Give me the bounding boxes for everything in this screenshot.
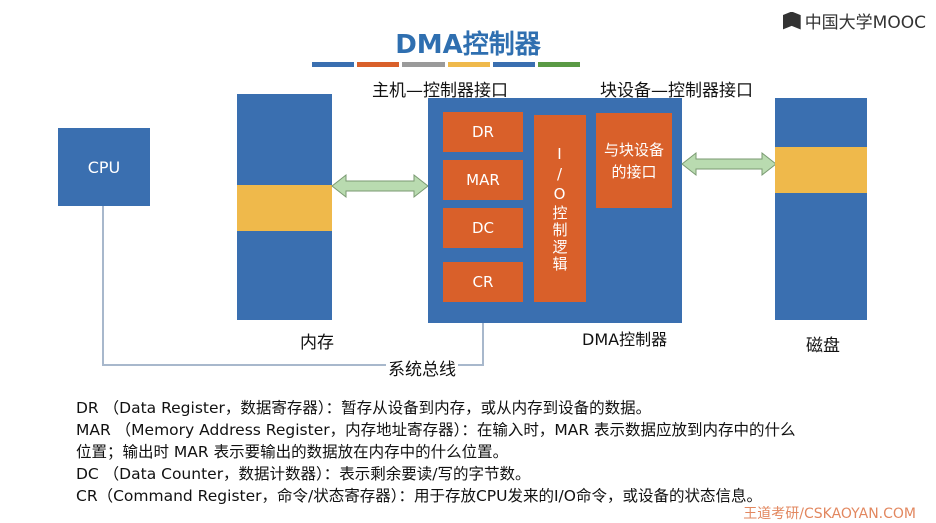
mar-register: MAR [443, 160, 523, 200]
memory-dma-arrow-icon [331, 173, 429, 199]
system-bus-label: 系统总线 [386, 355, 458, 380]
device-interface-box: 与块设备的接口 [596, 113, 672, 208]
description-mar: MAR （Memory Address Register，内存地址寄存器）：在输… [76, 421, 796, 439]
mar-label: MAR [466, 171, 500, 189]
logo-text: 中国大学MOOC [804, 13, 926, 33]
memory-highlight [237, 185, 332, 231]
description-dc: DC （Data Counter，数据计数器）：表示剩余要读/写的字节数。 [76, 465, 531, 483]
title-bar-segment [537, 62, 581, 67]
mooc-logo: 中国大学MOOC [782, 8, 926, 33]
title-bar-segment [447, 62, 490, 67]
disk-highlight [775, 147, 867, 193]
description-cr: CR（Command Register，命令/状态寄存器）：用于存放CPU发来的… [76, 487, 762, 505]
cpu-box: CPU [58, 128, 150, 206]
title-bar-segment [402, 62, 445, 67]
title-bar-segment [357, 62, 400, 67]
dr-register: DR [443, 112, 523, 152]
system-bus-line [102, 364, 484, 366]
dc-label: DC [471, 219, 495, 237]
device-interface-box-label: 与块设备的接口 [603, 140, 664, 181]
title-bar-segment [492, 62, 535, 67]
io-control-logic: I/O控制逻辑 [534, 115, 586, 302]
cr-register: CR [443, 262, 523, 302]
memory-label: 内存 [300, 333, 334, 353]
title-bar-segment [312, 62, 355, 67]
cr-label: CR [472, 273, 494, 291]
disk-label: 磁盘 [806, 336, 840, 356]
dma-disk-arrow-icon [681, 151, 777, 177]
description-mar-cont: 位置；输出时 MAR 表示要输出的数据放在内存中的什么位置。 [76, 443, 509, 461]
cpu-label: CPU [87, 157, 121, 177]
device-interface-label: 块设备—控制器接口 [600, 81, 753, 101]
cpu-bus-line [102, 205, 104, 365]
mooc-logo-icon [782, 11, 801, 30]
io-control-logic-label: I/O控制逻辑 [550, 144, 569, 273]
footer-watermark: 王道考研/CSKAOYAN.COM [743, 506, 916, 522]
host-interface-label: 主机—控制器接口 [372, 81, 508, 101]
dc-register: DC [443, 208, 523, 248]
title-color-bar [312, 62, 581, 67]
dma-bus-line [482, 322, 484, 366]
dma-controller-label: DMA控制器 [582, 330, 668, 349]
dr-label: DR [472, 123, 494, 141]
description-dr: DR （Data Register，数据寄存器）：暂存从设备到内存，或从内存到设… [76, 399, 652, 417]
disk-block [775, 98, 867, 320]
page-title: DMA控制器 [395, 30, 541, 60]
